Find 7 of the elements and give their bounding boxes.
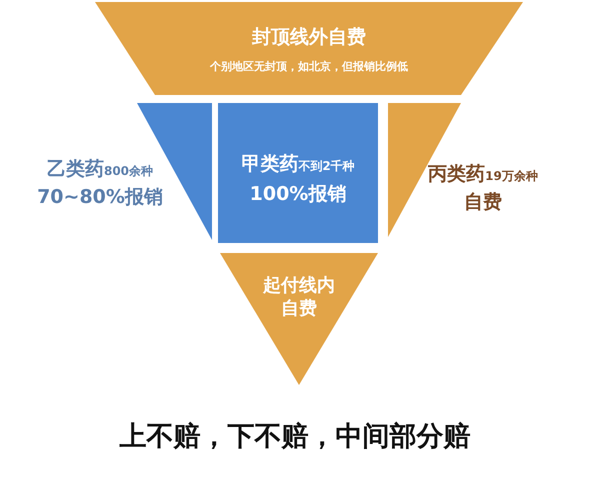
caption-text: 上不赔，下不赔，中间部分赔 xyxy=(118,420,472,454)
heading: 封顶线外自费 xyxy=(250,26,367,50)
note: 个别地区无封顶，如北京，但报销比例低 xyxy=(208,60,409,74)
label: 起付线内自费 xyxy=(262,275,336,320)
label: 70~80%报销 xyxy=(36,186,164,210)
label: 自费 xyxy=(463,191,503,215)
label: 100%报销 xyxy=(248,183,348,207)
